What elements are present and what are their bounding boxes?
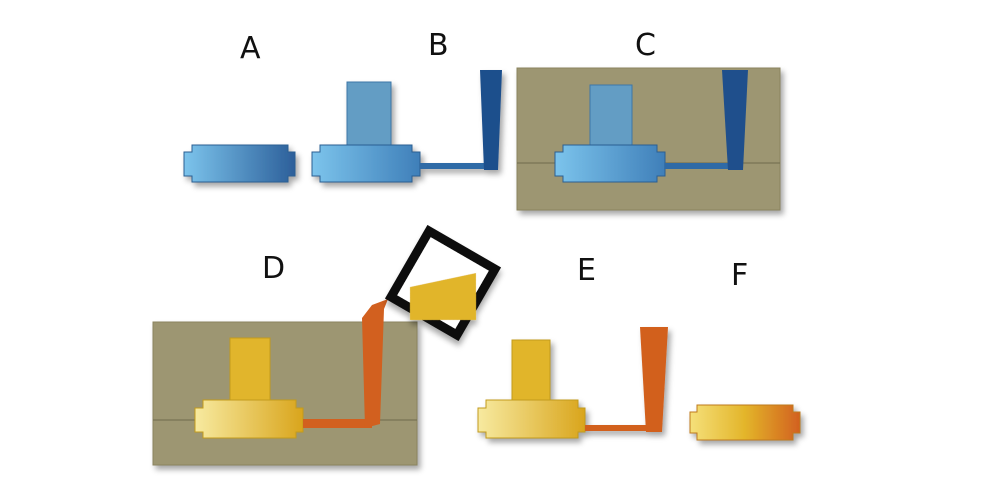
- label-c: C: [635, 28, 656, 63]
- step-b-pattern-assembly: [311, 70, 502, 183]
- step-e-casting: [477, 327, 668, 439]
- sprue: [480, 70, 502, 170]
- runner: [420, 163, 484, 169]
- ladle: [384, 224, 502, 342]
- label-b: B: [428, 28, 449, 63]
- molten-metal-stream: [362, 299, 388, 428]
- label-a: A: [240, 31, 261, 66]
- label-d: D: [262, 251, 285, 286]
- step-f-finished-part: [689, 404, 801, 441]
- step-d-pouring: [152, 224, 502, 466]
- casting-pattern: [311, 144, 421, 183]
- step-c-mold: [516, 67, 781, 211]
- riser-pattern: [346, 81, 392, 146]
- step-a-pattern: [183, 144, 296, 183]
- label-f: F: [731, 258, 748, 293]
- label-e: E: [577, 253, 596, 288]
